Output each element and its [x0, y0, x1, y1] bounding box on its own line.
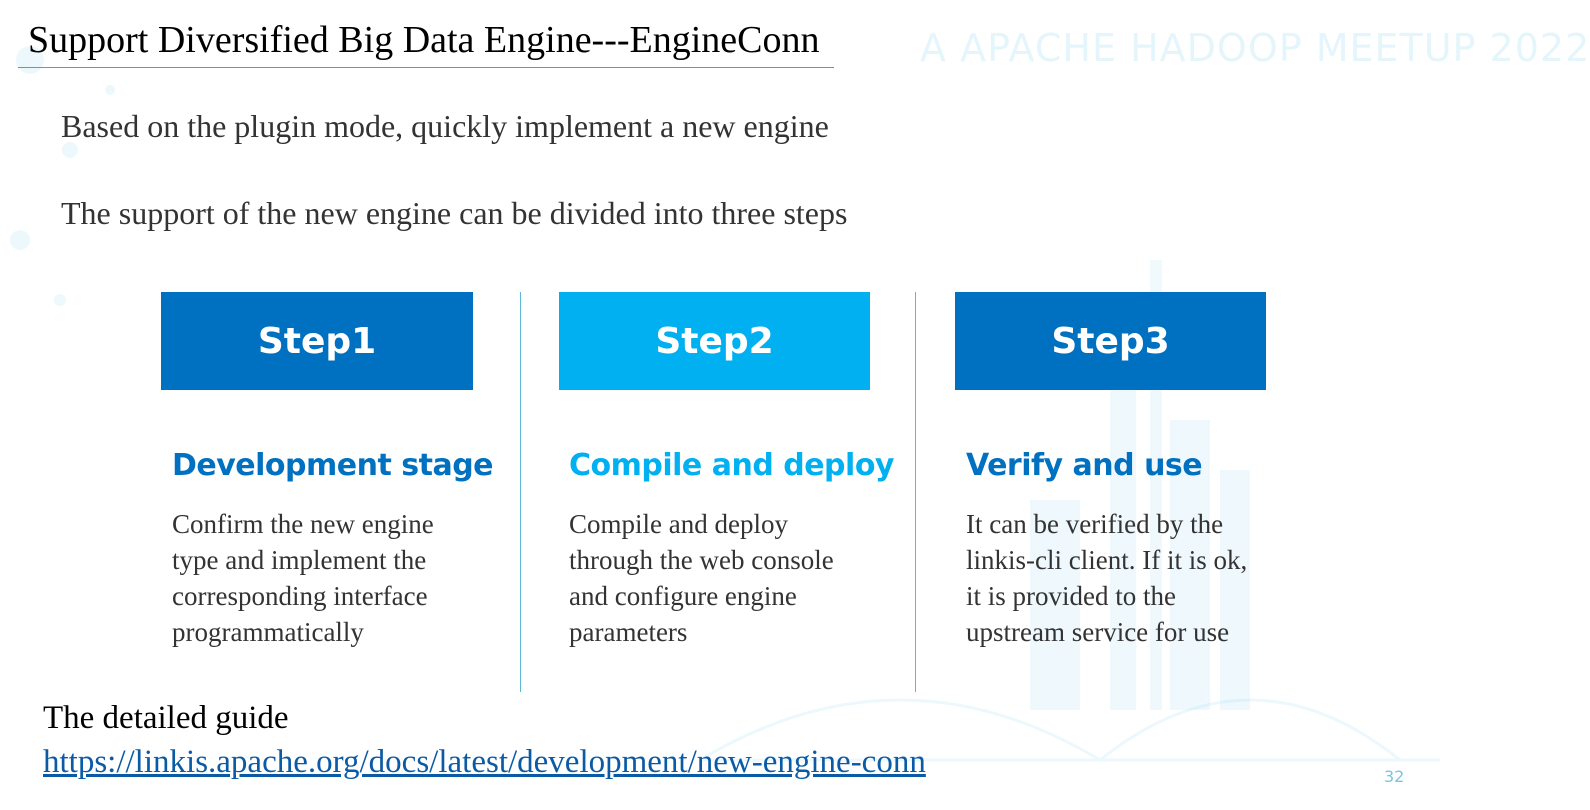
intro-paragraph-three-steps: The support of the new engine can be div…: [61, 195, 848, 231]
step-divider-1: [520, 292, 521, 692]
step2-heading: Compile and deploy: [569, 448, 894, 483]
step1-box: Step1: [161, 292, 473, 390]
slide-title: Support Diversified Big Data Engine---En…: [28, 19, 820, 61]
page-number: 32: [1384, 767, 1405, 786]
event-watermark: A APACHE HADOOP MEETUP 2022: [920, 26, 1590, 70]
guide-link[interactable]: https://linkis.apache.org/docs/latest/de…: [43, 744, 926, 780]
step2-box: Step2: [559, 292, 870, 390]
step2-label: Step2: [655, 320, 774, 362]
step1-label: Step1: [257, 320, 377, 362]
step3-label: Step3: [1051, 320, 1170, 362]
step2-description: Compile and deploy through the web conso…: [569, 509, 834, 647]
step3-box: Step3: [955, 292, 1266, 390]
intro-paragraph-plugin-mode: Based on the plugin mode, quickly implem…: [61, 108, 829, 144]
step3-description: It can be verified by the linkis-cli cli…: [966, 509, 1248, 647]
title-underline: [18, 67, 834, 68]
step1-description: Confirm the new engine type and implemen…: [172, 509, 434, 647]
step-divider-2: [915, 292, 916, 692]
guide-label: The detailed guide: [43, 700, 289, 736]
step1-heading: Development stage: [172, 448, 494, 483]
step3-heading: Verify and use: [966, 448, 1203, 483]
